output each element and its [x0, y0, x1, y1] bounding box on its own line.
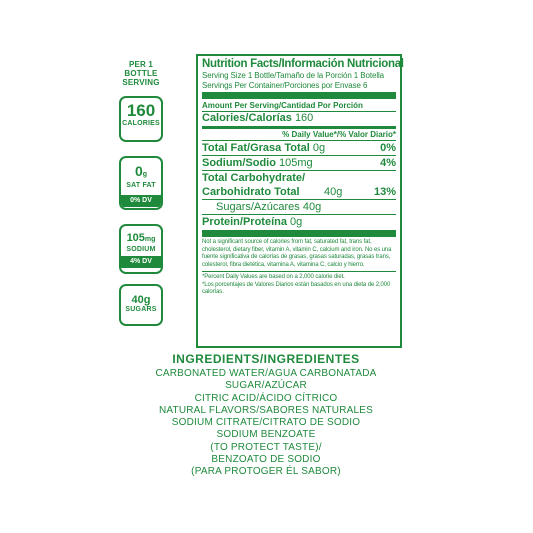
- thin-divider: [202, 199, 396, 200]
- thick-divider: [202, 230, 396, 237]
- calories-badge-value: 160: [126, 101, 156, 120]
- footnote-daily-values: *Percent Daily Values are based on a 2,0…: [202, 274, 396, 297]
- sodium-dv: 4%: [380, 157, 396, 169]
- total-fat-dv: 0%: [380, 142, 396, 154]
- footnote-text-3: *Los porcentajes de Valores Diarios está…: [202, 281, 391, 296]
- per-serving-line-3: SERVING: [122, 78, 160, 87]
- sodium-amount: 105mg: [279, 157, 313, 169]
- sat-fat-badge-value: 0: [134, 163, 143, 179]
- medium-divider: [202, 126, 396, 129]
- calories-value: 160: [294, 112, 314, 124]
- sugars-label: Sugars/Azúcares: [216, 201, 300, 213]
- footnote-text-2: *Percent Daily Values are based on a 2,0…: [202, 274, 345, 280]
- ingredients-title: INGREDIENTS/INGREDIENTES: [172, 352, 360, 366]
- sugars-row: Sugars/Azúcares 40g: [202, 200, 396, 214]
- servings-per-container: Servings Per Container/Porciones por Env…: [202, 81, 368, 90]
- sugars-badge-value: 40: [131, 294, 144, 306]
- ingredient-line: (TO PROTECT TASTE)/: [210, 441, 322, 453]
- ingredient-line: SUGAR/AZÚCAR: [225, 380, 307, 392]
- sodium-row: Sodium/Sodio 105mg 4%: [202, 156, 396, 170]
- total-fat-row: Total Fat/Grasa Total 0g 0%: [202, 141, 396, 155]
- ingredient-line: SODIUM BENZOATE: [216, 429, 316, 441]
- footnote-significant-source: Not a significant source of calories fro…: [202, 239, 396, 269]
- sat-fat-badge-dv: 0% DV: [121, 195, 161, 207]
- per-serving-line-1: PER 1: [128, 60, 154, 69]
- sodium-badge: 105mg SODIUM 4% DV: [119, 224, 163, 274]
- thin-divider: [202, 140, 396, 141]
- sugars-badge: 40g SUGARS: [119, 284, 163, 326]
- ingredients-section: INGREDIENTS/INGREDIENTES CARBONATED WATE…: [150, 352, 382, 479]
- per-serving-line-2: BOTTLE: [124, 69, 158, 78]
- sugars-badge-unit: g: [143, 294, 151, 306]
- ingredient-line: (PARA PROTOGER ÉL SABOR): [191, 466, 341, 478]
- carb-dv: 13%: [373, 186, 396, 198]
- carb-row-2: Carbohidrato Total 40g 13%: [202, 185, 396, 199]
- daily-value-header: % Daily Value*/% Valor Diario*: [282, 130, 396, 139]
- protein-amount: 0g: [290, 216, 303, 228]
- thin-divider: [202, 155, 396, 156]
- footnote-text-1: Not a significant source of calories fro…: [202, 239, 392, 268]
- total-fat-label: Total Fat/Grasa Total: [202, 142, 310, 154]
- ingredient-line: SODIUM CITRATE/CITRATO DE SODIO: [171, 417, 361, 429]
- protein-label: Protein/Proteína: [202, 216, 287, 228]
- ingredient-line: CARBONATED WATER/AGUA CARBONATADA: [155, 368, 377, 379]
- nutrition-facts-title: Nutrition Facts/Información Nutricional: [202, 58, 404, 70]
- nutrition-facts-panel: Nutrition Facts/Información Nutricional …: [196, 54, 404, 348]
- thin-divider: [202, 170, 396, 171]
- ingredient-line: BENZOATO DE SODIO: [211, 454, 321, 466]
- sodium-badge-value: 105: [126, 232, 145, 244]
- thin-divider: [202, 271, 396, 272]
- carb-amount: 40g: [324, 186, 343, 198]
- sodium-badge-dv: 4% DV: [121, 256, 161, 268]
- carb-label-2: Carbohidrato Total: [202, 186, 300, 198]
- sat-fat-badge-unit: g: [142, 171, 148, 178]
- ingredient-line: NATURAL FLAVORS/SABORES NATURALES: [158, 404, 374, 416]
- per-serving-header: PER 1 BOTTLE SERVING: [116, 60, 166, 87]
- sodium-label: Sodium/Sodio: [202, 157, 276, 169]
- ingredients-list: CARBONATED WATER/AGUA CARBONATADA SUGAR/…: [150, 368, 382, 479]
- ingredient-line: CITRIC ACID/ÁCIDO CÍTRICO: [194, 392, 338, 404]
- carb-label-1: Total Carbohydrate/: [202, 172, 306, 184]
- calories-label: Calories/Calorías: [202, 112, 292, 124]
- sodium-badge-label: SODIUM: [126, 246, 156, 253]
- sodium-badge-unit: mg: [144, 236, 156, 243]
- calories-badge-label: CALORIES: [122, 120, 160, 127]
- sugars-badge-label: SUGARS: [125, 306, 157, 313]
- serving-size: Serving Size 1 Bottle/Tamaño de la Porci…: [202, 71, 385, 80]
- thick-divider: [202, 92, 396, 99]
- thin-divider: [202, 111, 396, 112]
- calories-row: Calories/Calorías 160: [202, 112, 396, 125]
- carb-row-1: Total Carbohydrate/: [202, 171, 396, 185]
- total-fat-amount: 0g: [312, 142, 326, 154]
- thin-divider: [202, 214, 396, 215]
- sat-fat-badge: 0g SAT FAT 0% DV: [119, 156, 163, 210]
- amount-per-serving: Amount Per Serving/Cantidad Por Porción: [202, 101, 363, 110]
- sugars-amount: 40g: [302, 201, 322, 213]
- calories-badge: 160 CALORIES: [119, 96, 163, 142]
- protein-row: Protein/Proteína 0g: [202, 215, 396, 229]
- sat-fat-badge-label: SAT FAT: [126, 182, 156, 189]
